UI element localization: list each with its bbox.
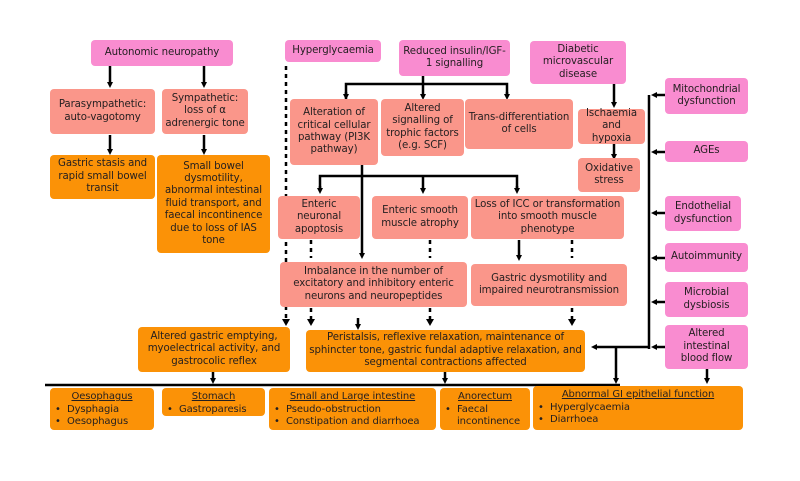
mech-enteric-apoptosis: Enteric neuronal apoptosis bbox=[278, 196, 360, 239]
mech-gastric-dysmotility: Gastric dysmotility and impaired neurotr… bbox=[471, 264, 627, 306]
mech-oxidative: Oxidative stress bbox=[578, 158, 640, 192]
outcome-item: Constipation and diarrhoea bbox=[274, 416, 431, 429]
mech-smooth-atrophy: Enteric smooth muscle atrophy bbox=[372, 196, 468, 239]
mech-trophic: Altered signalling of trophic factors (e… bbox=[381, 99, 464, 156]
mech-sympathetic: Sympathetic: loss of α adrenergic tone bbox=[162, 89, 248, 134]
cause-autoimmunity: Autoimmunity bbox=[665, 243, 748, 272]
cause-ages: AGEs bbox=[665, 141, 748, 162]
mech-pi3k: Alteration of critical cellular pathway … bbox=[290, 99, 378, 165]
effect-altered-emptying: Altered gastric emptying, myoelectrical … bbox=[138, 327, 290, 372]
effect-small-bowel: Small bowel dysmotility, abnormal intest… bbox=[157, 155, 270, 253]
effect-peristalsis: Peristalsis, reflexive relaxation, maint… bbox=[306, 330, 585, 372]
outcome-oesophagus: Oesophagus DysphagiaOesophagus bbox=[50, 388, 154, 430]
effect-gastric-stasis: Gastric stasis and rapid small bowel tra… bbox=[50, 155, 155, 199]
cause-blood-flow: Altered intestinal blood flow bbox=[665, 325, 748, 369]
cause-mitochondrial: Mitochondrial dysfunction bbox=[665, 78, 748, 114]
outcome-epithelial: Abnormal GI epithelial function Hypergly… bbox=[533, 386, 743, 430]
outcome-item: Dysphagia bbox=[55, 404, 149, 417]
outcome-item: Diarrhoea bbox=[538, 414, 738, 427]
mech-transdiff: Trans-differentiation of cells bbox=[465, 99, 573, 149]
outcome-item: Hyperglycaemia bbox=[538, 402, 738, 415]
cause-microbial: Microbial dysbiosis bbox=[665, 282, 748, 317]
bracket-insulin bbox=[344, 82, 509, 100]
cause-endothelial: Endothelial dysfunction bbox=[665, 196, 741, 231]
outcome-title: Oesophagus bbox=[71, 391, 133, 402]
cause-reduced-insulin: Reduced insulin/IGF-1 signalling bbox=[399, 40, 510, 76]
outcome-item: Pseudo-obstruction bbox=[274, 404, 431, 417]
mech-imbalance: Imbalance in the number of excitatory an… bbox=[280, 262, 467, 307]
cause-autonomic-neuropathy: Autonomic neuropathy bbox=[91, 40, 233, 66]
outcome-title: Abnormal GI epithelial function bbox=[561, 389, 715, 400]
mech-ischaemia: Ischaemia and hypoxia bbox=[578, 108, 645, 144]
outcome-title: Small and Large intestine bbox=[289, 391, 416, 402]
outcome-item: Gastroparesis bbox=[167, 404, 260, 417]
outcome-anorectum: Anorectum Faecal incontinence bbox=[440, 388, 530, 430]
cause-hyperglycaemia: Hyperglycaemia bbox=[285, 40, 381, 62]
outcome-title: Anorectum bbox=[458, 391, 512, 402]
outcome-intestine: Small and Large intestine Pseudo-obstruc… bbox=[269, 388, 436, 430]
outcome-title: Stomach bbox=[191, 391, 236, 402]
outcome-stomach: Stomach Gastroparesis bbox=[162, 388, 265, 416]
outcome-item: Oesophagus bbox=[55, 416, 149, 429]
outcome-item: Faecal incontinence bbox=[445, 404, 525, 429]
cause-diabetic-microvascular: Diabetic microvascular disease bbox=[530, 41, 626, 84]
mech-icc-loss: Loss of ICC or transformation into smoot… bbox=[471, 196, 624, 239]
mech-parasympathetic: Parasympathetic: auto-vagotomy bbox=[50, 89, 155, 134]
